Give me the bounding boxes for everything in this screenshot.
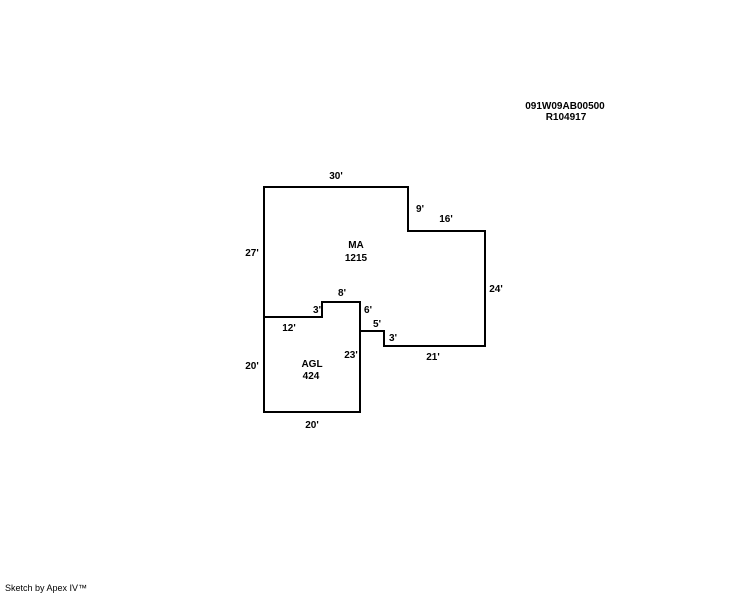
dim-ma-left: 27' xyxy=(245,248,259,259)
dim-ma-notch-left: 5' xyxy=(373,319,381,330)
dim-ma-right: 24' xyxy=(489,284,503,295)
dim-agl-right: 23' xyxy=(344,350,358,361)
agl-area-size: 424 xyxy=(303,371,320,382)
agl-area-name: AGL xyxy=(301,359,322,370)
dim-ma-inner-left: 12' xyxy=(282,323,296,334)
dim-ma-inner-right: 6' xyxy=(364,305,372,316)
dim-ma-inner-step: 3' xyxy=(313,305,321,316)
dim-ma-upper-right: 16' xyxy=(439,214,453,225)
parcel-id: 091W09AB00500 xyxy=(525,101,605,112)
ma-outline xyxy=(263,186,486,347)
ma-area-name: MA xyxy=(348,240,364,251)
dim-agl-left: 20' xyxy=(245,361,259,372)
ma-area-size: 1215 xyxy=(345,253,368,264)
dim-ma-top: 30' xyxy=(329,171,343,182)
dim-agl-bottom: 20' xyxy=(305,420,319,431)
dim-ma-inner-top: 8' xyxy=(338,288,346,299)
dim-ma-step-down: 9' xyxy=(416,204,424,215)
dim-ma-bottom: 21' xyxy=(426,352,440,363)
footer-credit: Sketch by Apex IV™ xyxy=(5,583,88,593)
agl-outline xyxy=(263,317,361,413)
parcel-ref: R104917 xyxy=(546,112,587,123)
dim-ma-notch-up: 3' xyxy=(389,333,397,344)
